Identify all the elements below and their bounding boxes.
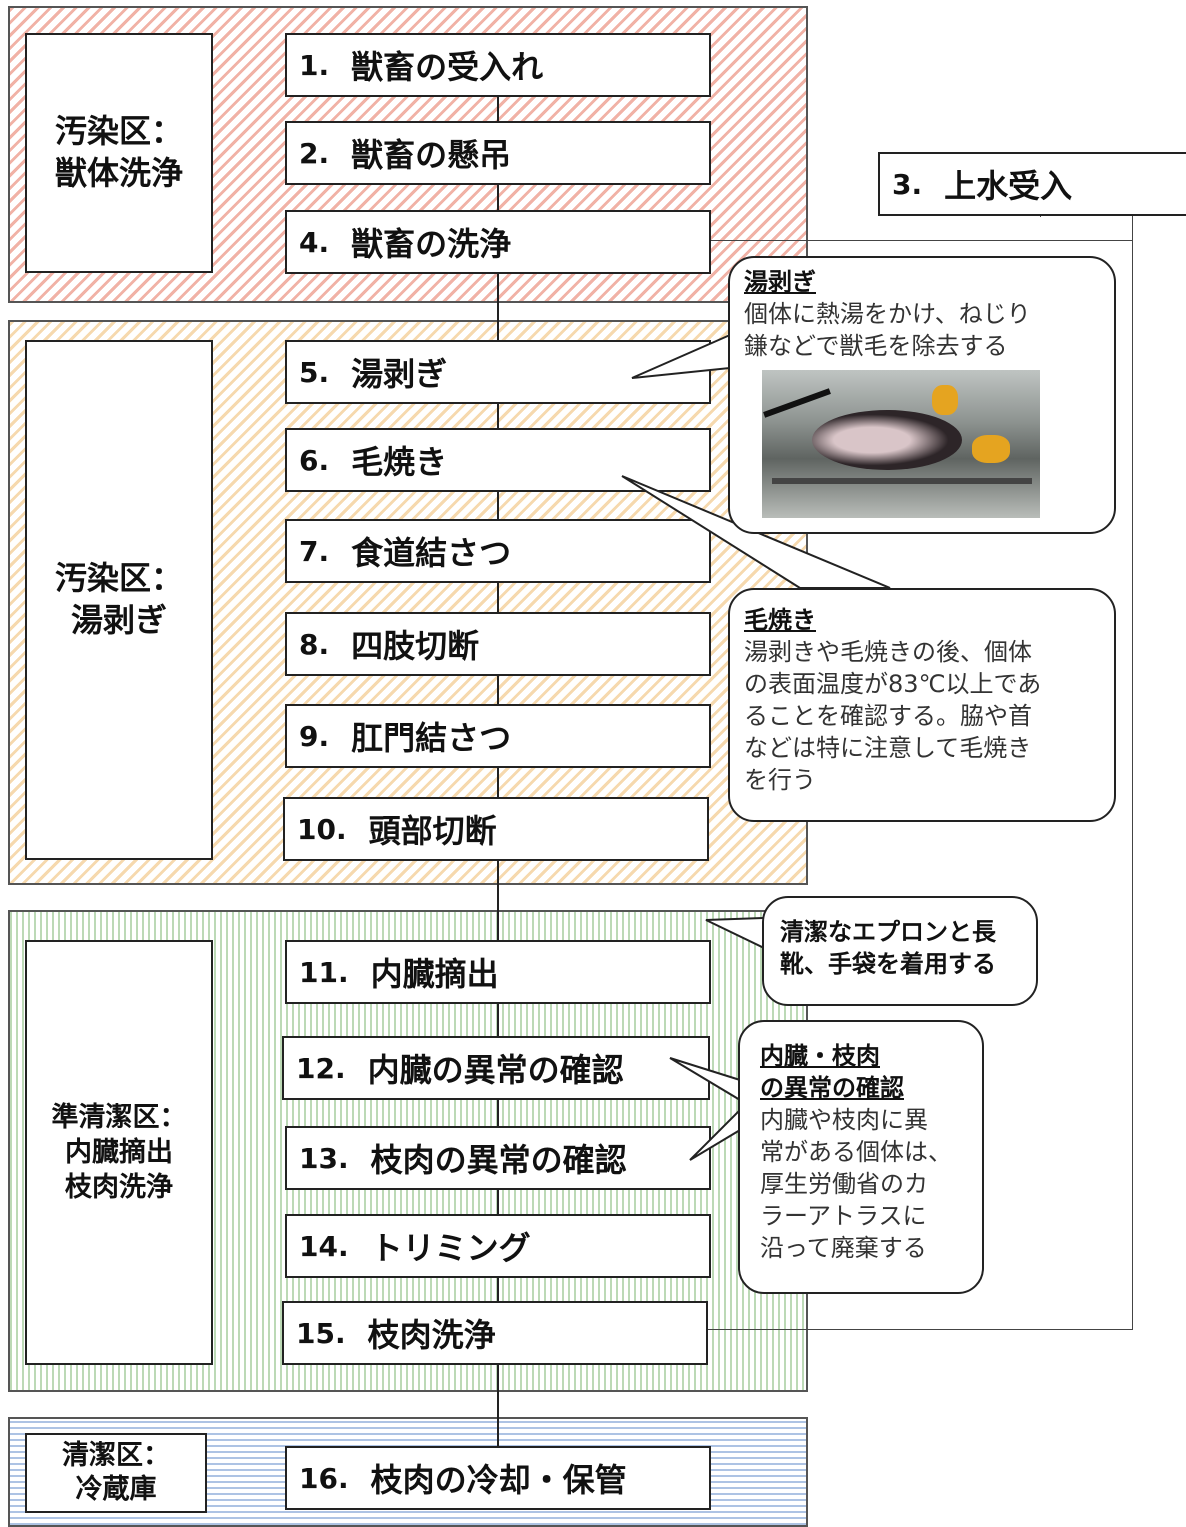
step-1: 1.獣畜の受入れ xyxy=(285,33,711,97)
step-2: 2.獣畜の懸吊 xyxy=(285,121,711,185)
hose-shape xyxy=(763,388,831,418)
tail-yuhagi xyxy=(631,333,731,379)
water-line-to-step4 xyxy=(710,240,1133,241)
zone-label-semi-clean: 準清潔区： 内臓摘出 枝肉洗浄 xyxy=(25,940,213,1365)
step-16: 16.枝肉の冷却・保管 xyxy=(285,1446,711,1510)
step-9: 9.肛門結さつ xyxy=(285,704,711,768)
water-supply-box: 3.上水受入 xyxy=(878,152,1186,216)
glove-shape xyxy=(972,435,1010,463)
step-15: 15.枝肉洗浄 xyxy=(282,1301,708,1365)
water-line-vertical xyxy=(1132,216,1133,1330)
zone-label-scalding: 汚染区： 湯剥ぎ xyxy=(25,340,213,860)
flow-connector xyxy=(497,96,499,1446)
water-line-to-step15 xyxy=(708,1329,1133,1330)
tail-abnormal xyxy=(669,1057,741,1161)
step-14: 14.トリミング xyxy=(285,1214,711,1278)
tail-apron xyxy=(705,916,765,950)
zone-label-washing: 汚染区： 獣体洗浄 xyxy=(25,33,213,273)
carcass-shape xyxy=(812,410,962,470)
step-4: 4.獣畜の洗浄 xyxy=(285,210,711,274)
step-8: 8.四肢切断 xyxy=(285,612,711,676)
scalding-photo xyxy=(762,370,1040,518)
step-11: 11.内臓摘出 xyxy=(285,940,711,1004)
zone-label-clean: 清潔区： 冷蔵庫 xyxy=(25,1433,207,1513)
step-7: 7.食道結さつ xyxy=(285,519,711,583)
callout-keyaki: 毛焼き 湯剥きや毛焼きの後、個体 の表面温度が83℃以上であ ることを確認する。… xyxy=(728,588,1116,822)
step-12: 12.内臓の異常の確認 xyxy=(282,1036,710,1100)
step-10: 10.頭部切断 xyxy=(283,797,709,861)
glove-shape xyxy=(932,385,958,415)
step-13: 13.枝肉の異常の確認 xyxy=(285,1126,711,1190)
callout-abnormal: 内臓・枝肉 の異常の確認 内臓や枝肉に異 常がある個体は、 厚生労働省のカ ラー… xyxy=(738,1020,984,1294)
step-5: 5.湯剥ぎ xyxy=(285,340,711,404)
step-6: 6.毛焼き xyxy=(285,428,711,492)
water-line-top xyxy=(1040,216,1041,217)
rack-shape xyxy=(772,478,1032,484)
callout-apron: 清潔なエプロンと長 靴、手袋を着用する xyxy=(762,896,1038,1006)
